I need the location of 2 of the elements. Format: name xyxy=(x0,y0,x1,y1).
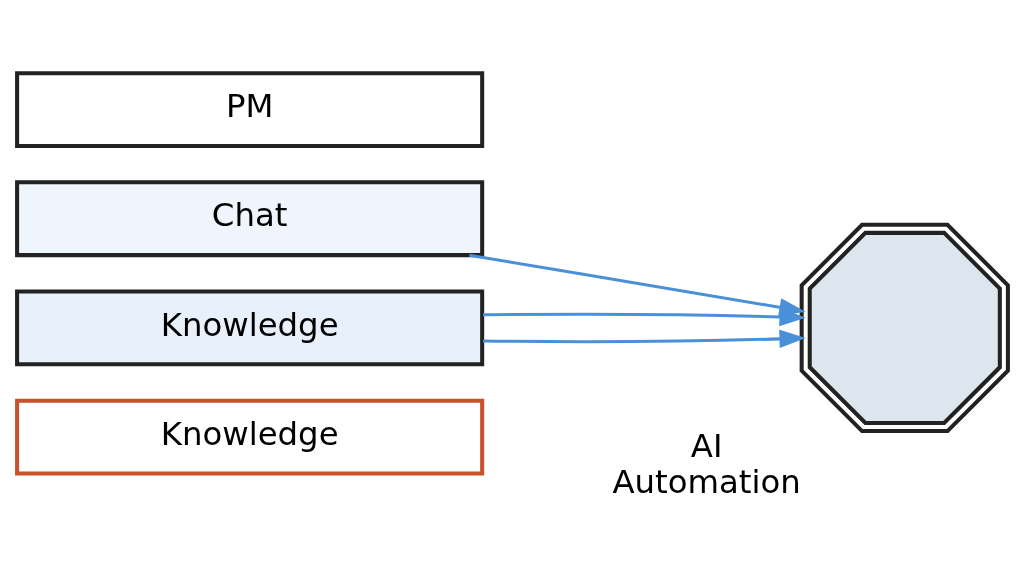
node-label: Automation xyxy=(611,462,801,501)
node-label: AI xyxy=(690,426,722,465)
